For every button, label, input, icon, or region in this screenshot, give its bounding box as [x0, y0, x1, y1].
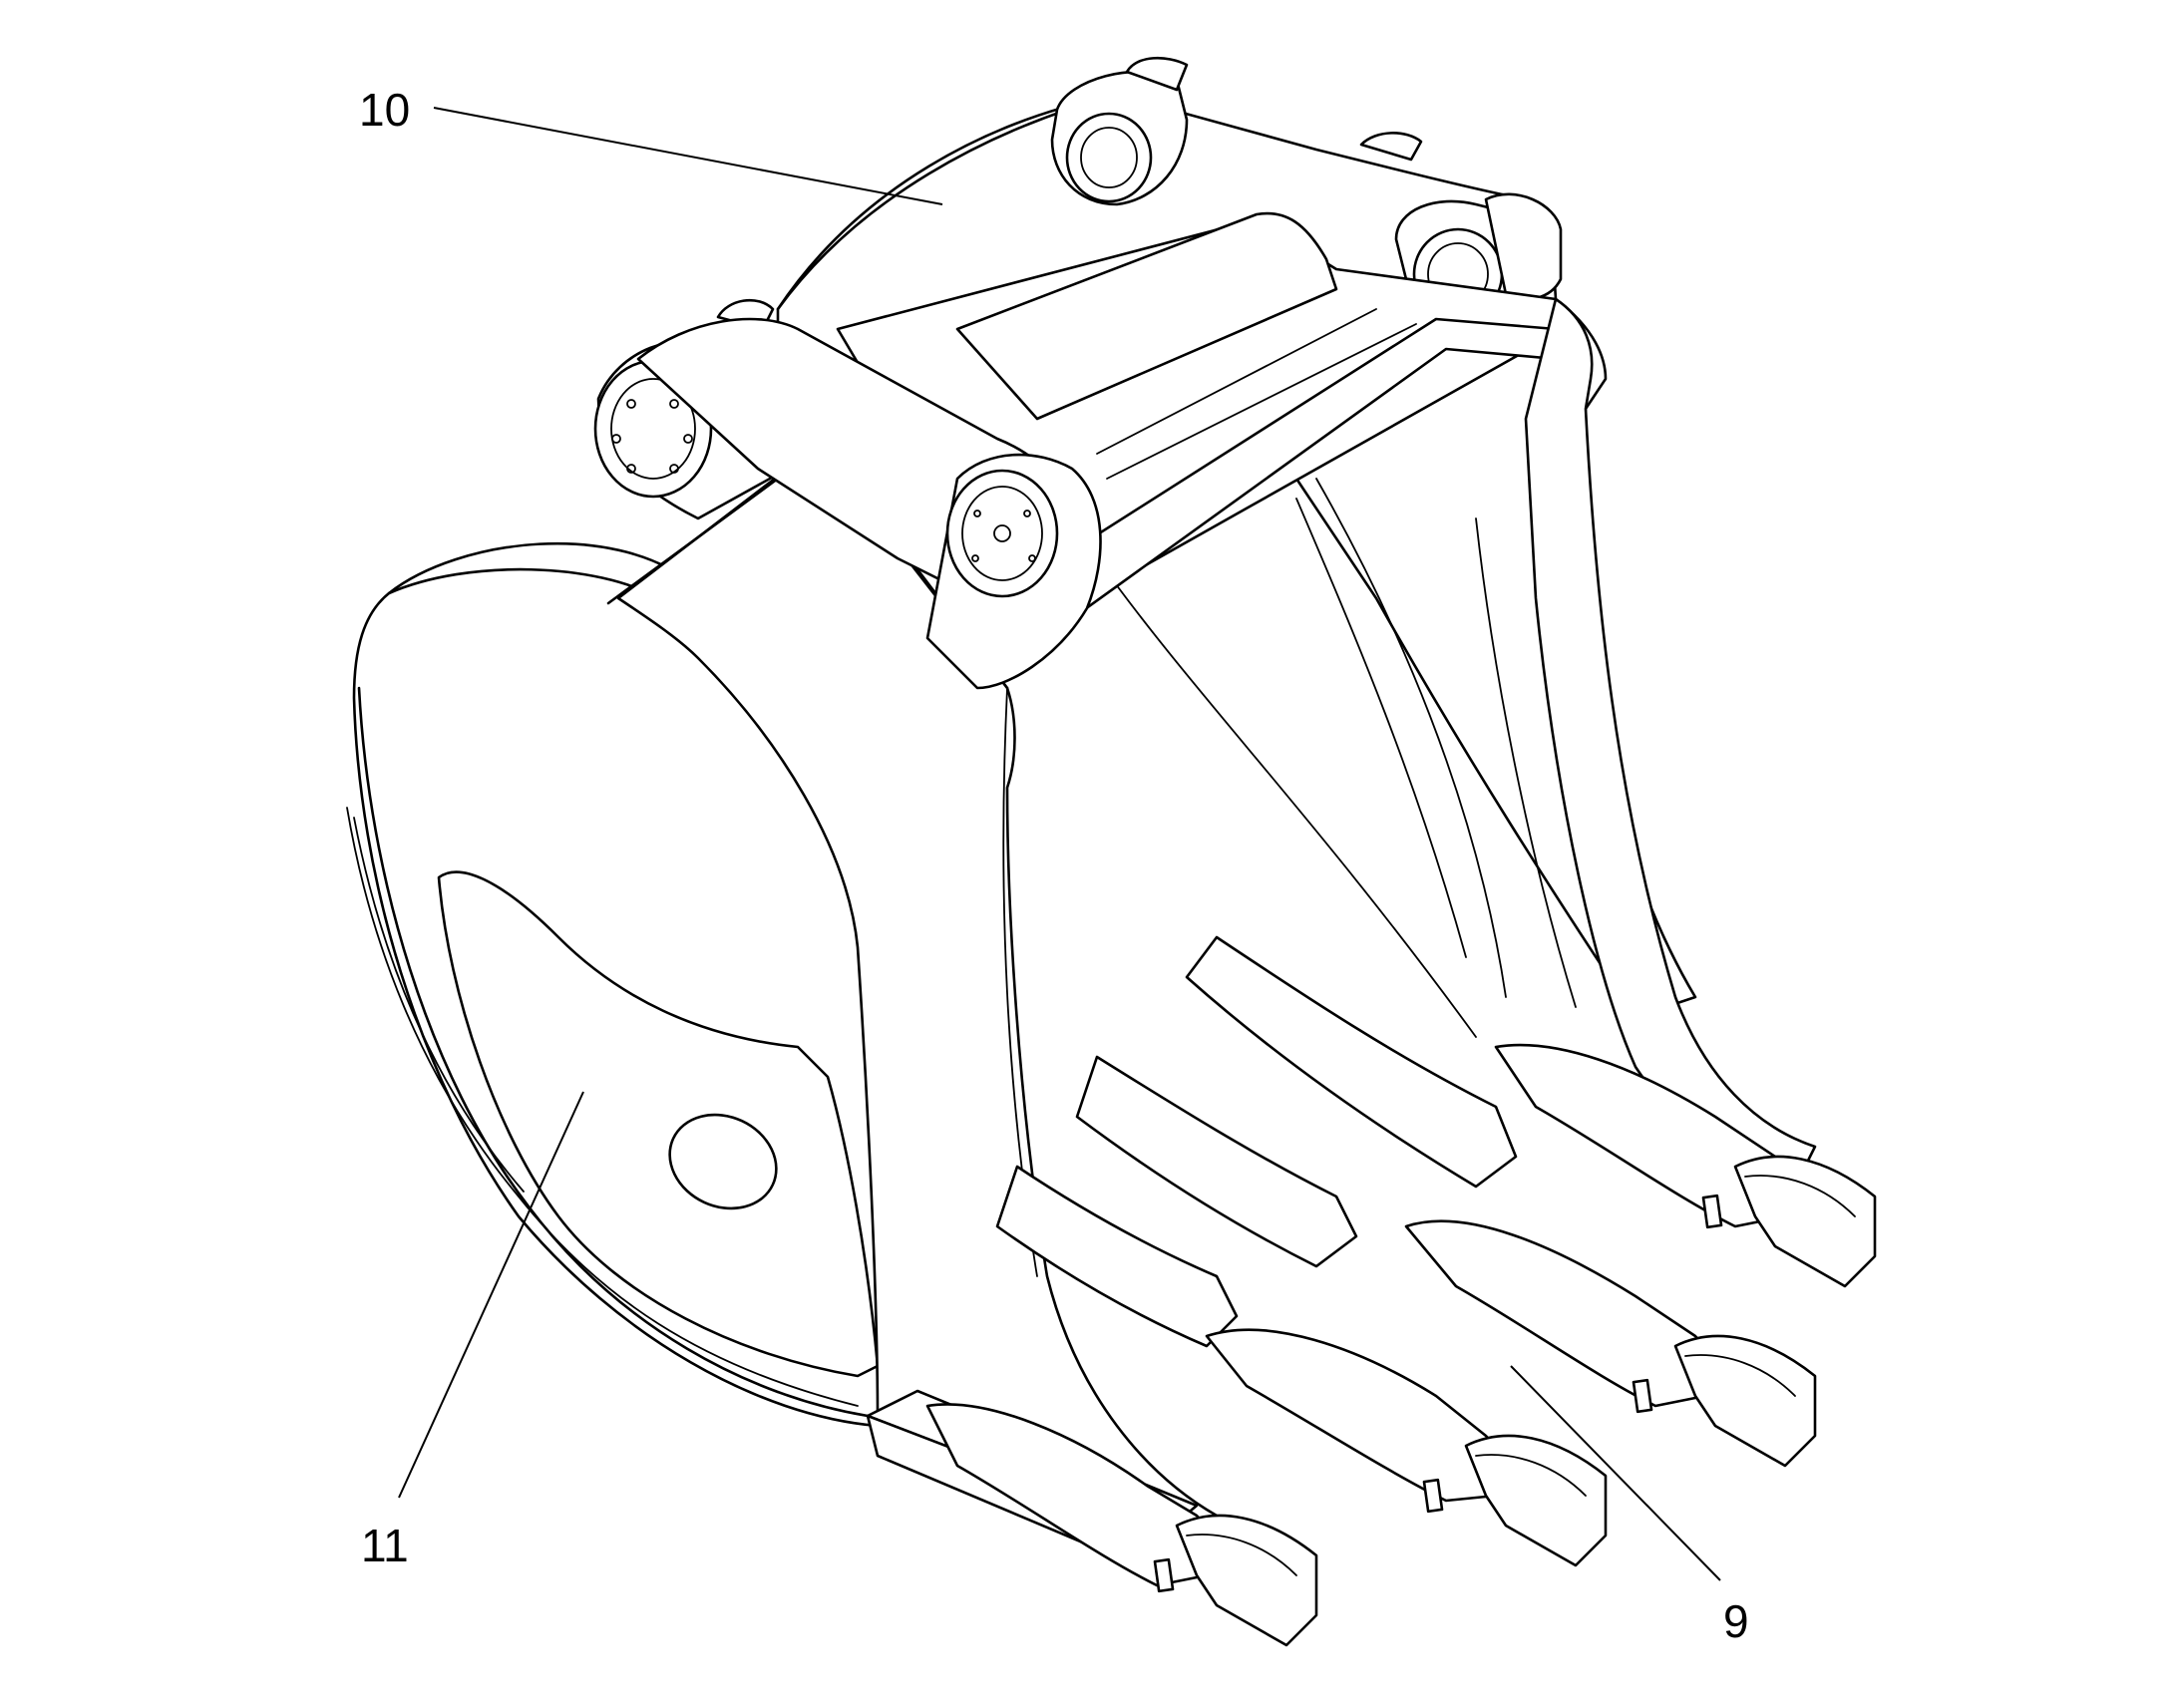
callout-9: 9 [1510, 1365, 1749, 1647]
tooth-4 [925, 1403, 1318, 1647]
leader-line-9 [1510, 1365, 1721, 1581]
callout-label-9: 9 [1723, 1595, 1749, 1647]
small-lugs [716, 56, 1423, 331]
callout-label-11: 11 [361, 1520, 409, 1571]
right-arm [1475, 297, 1817, 1189]
tooth-3 [1205, 1328, 1608, 1567]
callout-10: 10 [359, 84, 943, 205]
leader-line-11 [398, 1091, 584, 1499]
rear-lug-left [1050, 70, 1189, 206]
tooth-2 [1404, 1219, 1817, 1468]
bucket-teeth [925, 1043, 1877, 1647]
front-arm [593, 317, 1219, 1557]
leader-line-10 [433, 107, 943, 205]
tooth-1 [1494, 1043, 1877, 1288]
callout-11: 11 [361, 1091, 584, 1571]
callout-label-10: 10 [359, 84, 410, 136]
